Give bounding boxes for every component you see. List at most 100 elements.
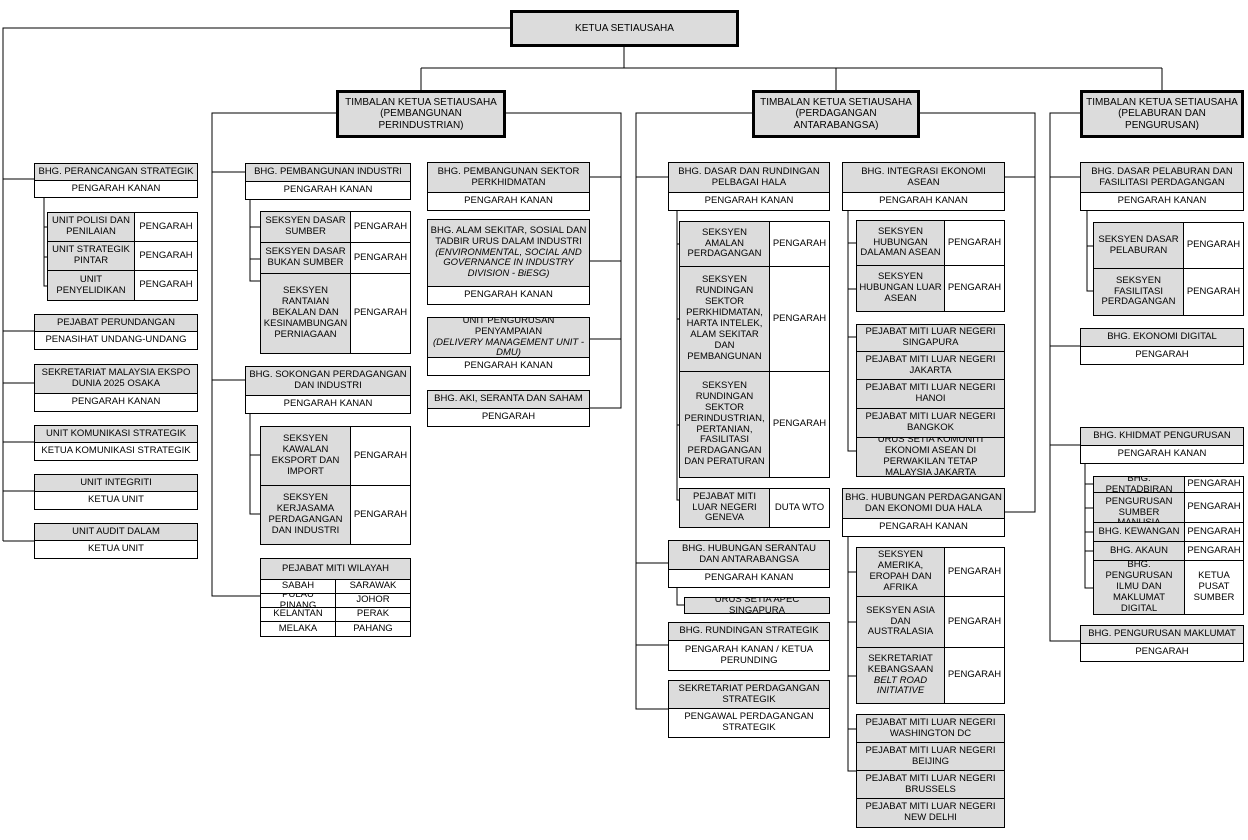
miti-singapura: PEJABAT MITI LUAR NEGERI SINGAPURA [856, 324, 1005, 352]
deputy-perdagangan-title: TIMBALAN KETUA SETIAUSAHA [760, 96, 912, 108]
seksyen-kerjasama-head: PENGARAH [350, 485, 411, 545]
dmu-subtitle: (DELIVERY MANAGEMENT UNIT - DMU) [433, 336, 584, 358]
integrasi-asean-title: BHG. INTEGRASI EKONOMI ASEAN [842, 162, 1005, 193]
rundingan-strategik-head: PENGARAH KANAN / KETUA PERUNDING [668, 640, 830, 671]
seksyen-dasar-pelaburan-name: SEKSYEN DASAR PELABURAN [1093, 222, 1184, 269]
unit-strategik-pintar-name: UNIT STRATEGIK PINTAR [47, 241, 135, 271]
dmu-title-box: UNIT PENGURUSAN PENYAMPAIAN(DELIVERY MAN… [427, 317, 590, 358]
dua-hala-head: PENGARAH KANAN [842, 518, 1005, 537]
ketua-setiausaha-box: KETUA SETIAUSAHA [510, 10, 739, 47]
perancangan-strategik-head: PENGARAH KANAN [34, 180, 198, 198]
sekretariat-bri-initiative: BELT ROAD INITIATIVE [873, 674, 928, 697]
seksyen-amerika-eropah-name: SEKSYEN AMERIKA, EROPAH DAN AFRIKA [856, 547, 945, 597]
unit-audit-head: KETUA UNIT [34, 540, 198, 559]
pembangunan-industri-head: PENGARAH KANAN [245, 181, 411, 200]
pengurusan-maklumat-head: PENGARAH [1080, 643, 1244, 662]
pejabat-perundangan-title: PEJABAT PERUNDANGAN [34, 314, 198, 332]
seksyen-dasar-pelaburan-head: PENGARAH [1183, 222, 1244, 269]
unit-penyelidikan-name: UNIT PENYELIDIKAN [47, 270, 135, 301]
seksyen-rantaian-bekalan-name: SEKSYEN RANTAIAN BEKALAN DAN KESINAMBUNG… [260, 273, 351, 354]
bhg-pentadbiran-head: PENGARAH [1184, 476, 1244, 493]
seksyen-amerika-eropah-head: PENGARAH [944, 547, 1005, 597]
deputy-perdagangan-portfolio: (PERDAGANGAN ANTARABANGSA) [793, 108, 879, 131]
biesg-title-box: BHG. ALAM SEKITAR, SOSIAL DAN TADBIR URU… [427, 219, 590, 287]
seksyen-dalaman-asean-name: SEKSYEN HUBUNGAN DALAMAN ASEAN [856, 220, 945, 266]
ekonomi-digital-title: BHG. EKONOMI DIGITAL [1080, 328, 1244, 347]
aki-seranta-title: BHG. AKI, SERANTA DAN SAHAM [427, 390, 590, 409]
pembangunan-industri-title: BHG. PEMBANGUNAN INDUSTRI [245, 163, 411, 182]
wilayah-sarawak: SARAWAK [335, 579, 411, 594]
bhg-akaun-head: PENGARAH [1184, 541, 1244, 561]
deputy-pelaburan-portfolio: (PELABURAN DAN PENGURUSAN) [1118, 108, 1206, 131]
deputy-perdagangan-box: TIMBALAN KETUA SETIAUSAHA(PERDAGANGAN AN… [752, 90, 920, 138]
biesg-title: BHG. ALAM SEKITAR, SOSIAL DAN TADBIR URU… [430, 224, 587, 247]
bhg-ilmu-maklumat-name: BHG. PENGURUSAN ILMU DAN MAKLUMAT DIGITA… [1093, 560, 1185, 615]
seksyen-dasar-sumber-name: SEKSYEN DASAR SUMBER [260, 211, 351, 243]
unit-audit-title: UNIT AUDIT DALAM [34, 523, 198, 541]
seksyen-amalan-perdagangan-head: PENGARAH [769, 221, 830, 267]
biesg-subtitle: (ENVIRONMENTAL, SOCIAL AND GOVERNANCE IN… [435, 246, 582, 280]
unit-polisi-head: PENGARAH [134, 212, 198, 242]
wilayah-perak: PERAK [335, 607, 411, 622]
wilayah-sabah: SABAH [260, 579, 336, 594]
seksyen-luar-asean-name: SEKSYEN HUBUNGAN LUAR ASEAN [856, 265, 945, 312]
unit-integriti-head: KETUA UNIT [34, 491, 198, 510]
bhg-ilmu-maklumat-head: KETUA PUSAT SUMBER [1184, 560, 1244, 615]
unit-strategik-pintar-head: PENGARAH [134, 241, 198, 271]
seksyen-luar-asean-head: PENGARAH [944, 265, 1005, 312]
rundingan-strategik-title: BHG. RUNDINGAN STRATEGIK [668, 622, 830, 641]
urus-setia-komuniti-asean: URUS SETIA KOMUNITI EKONOMI ASEAN DI PER… [856, 437, 1005, 477]
sokongan-perdagangan-title: BHG. SOKONGAN PERDAGANGAN DAN INDUSTRI [245, 366, 411, 396]
bhg-sumber-manusia-name: BHG. PENGURUSAN SUMBER MANUSIA [1093, 492, 1185, 523]
seksyen-rundingan-perkhidmatan-name: SEKSYEN RUNDINGAN SEKTOR PERKHIDMATAN, H… [679, 266, 770, 372]
sektor-perkhidmatan-head: PENGARAH KANAN [427, 192, 590, 211]
seksyen-bukan-sumber-head: PENGARAH [350, 242, 411, 274]
seksyen-amalan-perdagangan-name: SEKSYEN AMALAN PERDAGANGAN [679, 221, 770, 267]
aki-seranta-head: PENGARAH [427, 408, 590, 427]
miti-brussels: PEJABAT MITI LUAR NEGERI BRUSSELS [856, 770, 1005, 799]
seksyen-fasilitasi-head: PENGARAH [1183, 268, 1244, 316]
miti-washington: PEJABAT MITI LUAR NEGERI WASHINGTON DC [856, 714, 1005, 743]
unit-penyelidikan-head: PENGARAH [134, 270, 198, 301]
khidmat-pengurusan-title: BHG. KHIDMAT PENGURUSAN [1080, 427, 1244, 446]
pejabat-miti-wilayah-title: PEJABAT MITI WILAYAH [260, 558, 411, 580]
bhg-kewangan-name: BHG. KEWANGAN [1093, 522, 1185, 542]
sekretariat-bri-head: PENGARAH [944, 647, 1005, 704]
biesg-head: PENGARAH KANAN [427, 286, 590, 305]
ekspo-osaka-head: PENGARAH KANAN [34, 393, 198, 412]
seksyen-kawalan-eksport-name: SEKSYEN KAWALAN EKSPORT DAN IMPORT [260, 426, 351, 486]
dasar-rundingan-head: PENGARAH KANAN [668, 192, 830, 211]
seksyen-kawalan-eksport-head: PENGARAH [350, 426, 411, 486]
seksyen-kerjasama-name: SEKSYEN KERJASAMA PERDAGANGAN DAN INDUST… [260, 485, 351, 545]
unit-polisi-name: UNIT POLISI DAN PENILAIAN [47, 212, 135, 242]
perancangan-strategik-title: BHG. PERANCANGAN STRATEGIK [34, 163, 198, 181]
unit-integriti-title: UNIT INTEGRITI [34, 474, 198, 492]
miti-hanoi: PEJABAT MITI LUAR NEGERI HANOI [856, 379, 1005, 409]
bhg-pentadbiran-name: BHG. PENTADBIRAN [1093, 476, 1185, 493]
dasar-rundingan-title: BHG. DASAR DAN RUNDINGAN PELBAGAI HALA [668, 162, 830, 193]
dmu-title: UNIT PENGURUSAN PENYAMPAIAN [462, 317, 555, 337]
urus-setia-apec: URUS SETIA APEC SINGAPURA [684, 597, 830, 614]
wilayah-melaka: MELAKA [260, 621, 336, 637]
wilayah-pulau-pinang: PULAU PINANG [260, 593, 336, 608]
miti-beijing: PEJABAT MITI LUAR NEGERI BEIJING [856, 742, 1005, 771]
seksyen-dalaman-asean-head: PENGARAH [944, 220, 1005, 266]
komunikasi-strategik-head: KETUA KOMUNIKASI STRATEGIK [34, 442, 198, 461]
seksyen-bukan-sumber-name: SEKSYEN DASAR BUKAN SUMBER [260, 242, 351, 274]
dua-hala-title: BHG. HUBUNGAN PERDAGANGAN DAN EKONOMI DU… [842, 488, 1005, 519]
miti-geneva-head: DUTA WTO [769, 488, 830, 528]
hubungan-serantau-head: PENGARAH KANAN [668, 569, 830, 588]
sekretariat-perdagangan-head: PENGAWAL PERDAGANGAN STRATEGIK [668, 708, 830, 738]
bhg-sumber-manusia-head: PENGARAH [1184, 492, 1244, 523]
komunikasi-strategik-title: UNIT KOMUNIKASI STRATEGIK [34, 425, 198, 443]
miti-jakarta: PEJABAT MITI LUAR NEGERI JAKARTA [856, 351, 1005, 380]
seksyen-rundingan-perindustrian-head: PENGARAH [769, 371, 830, 478]
miti-new-delhi: PEJABAT MITI LUAR NEGERI NEW DELHI [856, 798, 1005, 828]
pejabat-perundangan-head: PENASIHAT UNDANG-UNDANG [34, 331, 198, 350]
sokongan-perdagangan-head: PENGARAH KANAN [245, 395, 411, 414]
seksyen-asia-australasia-head: PENGARAH [944, 596, 1005, 648]
deputy-industri-box: TIMBALAN KETUA SETIAUSAHA(PEMBANGUNAN PE… [336, 90, 506, 138]
deputy-pelaburan-title: TIMBALAN KETUA SETIAUSAHA [1086, 96, 1238, 108]
seksyen-rantaian-bekalan-head: PENGARAH [350, 273, 411, 354]
